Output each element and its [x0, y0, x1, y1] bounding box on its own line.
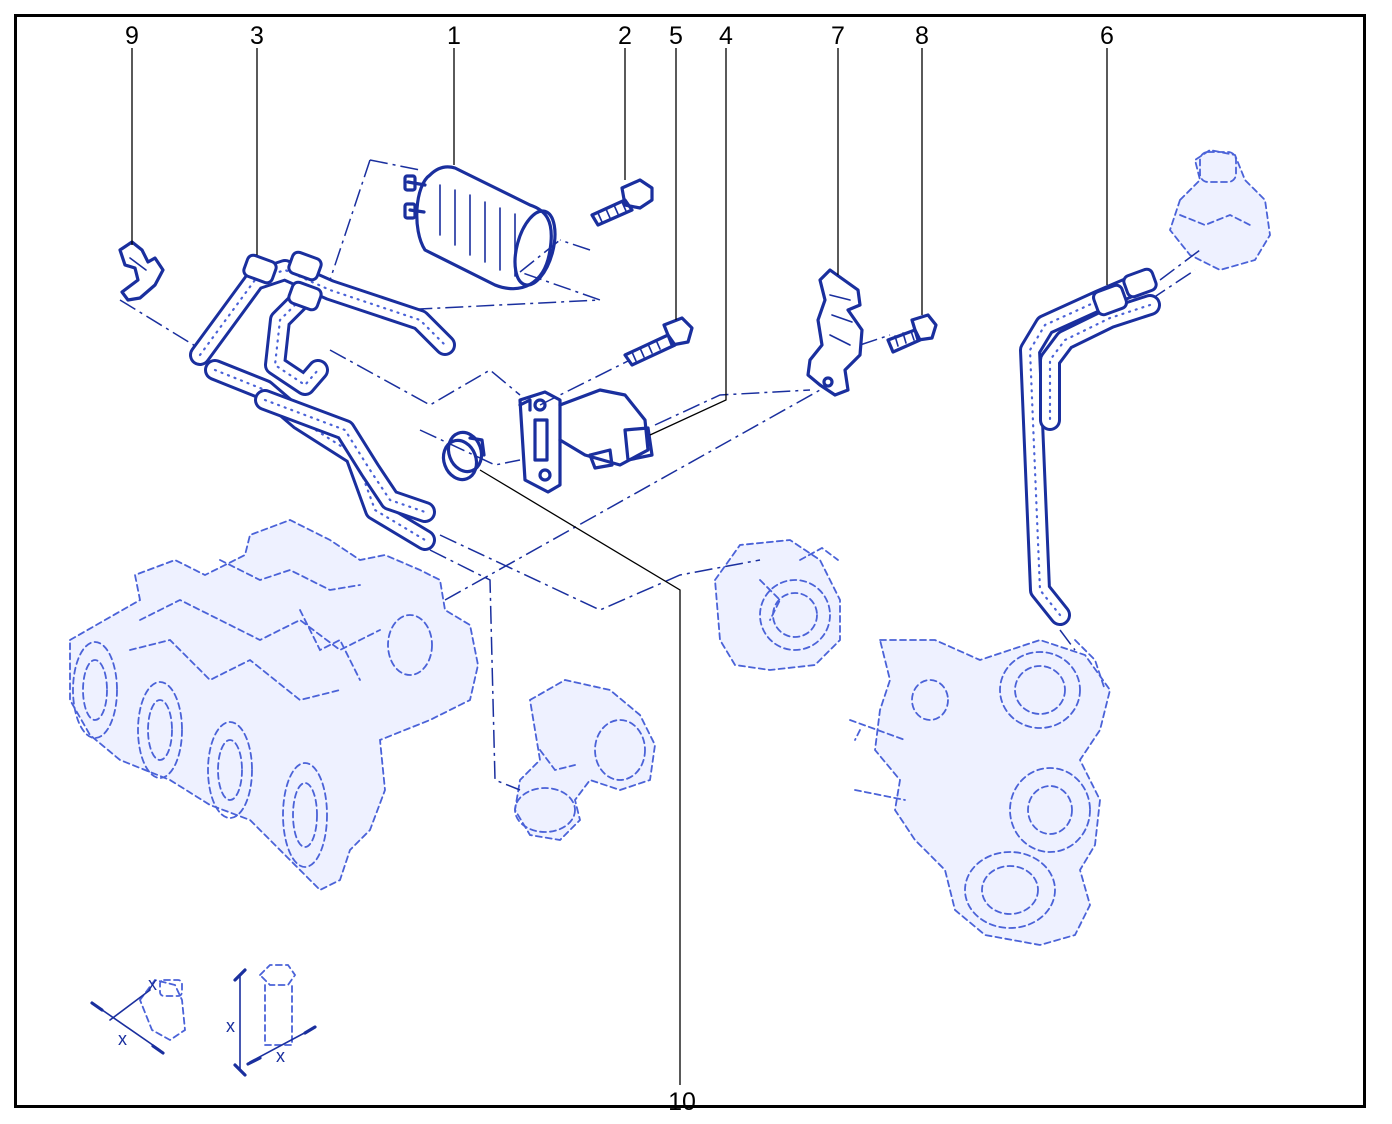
callout-6: 6	[1100, 22, 1114, 50]
turbocharger-ghost	[849, 639, 1111, 946]
bolt-dim-x2: x	[276, 1046, 285, 1066]
canister-part-1	[403, 165, 557, 291]
callout-4: 4	[719, 22, 733, 50]
callout-9: 9	[125, 22, 139, 50]
hose-assembly-3	[189, 250, 456, 551]
hose-clamp-part-10	[441, 430, 486, 482]
callout-3: 3	[250, 22, 264, 50]
solenoid-valve-part-4	[518, 388, 654, 494]
callout-1: 1	[447, 22, 461, 50]
callout-7: 7	[831, 22, 845, 50]
egr-valve-ghost	[714, 539, 841, 671]
intake-manifold-ghost	[69, 519, 479, 892]
throttle-body-ghost	[514, 679, 656, 841]
leader-lines	[131, 48, 1108, 1085]
hose-assembly-6	[1019, 267, 1161, 626]
diagram-frame	[14, 14, 1366, 1108]
bolt-dim-x1: x	[226, 1016, 235, 1036]
callout-numbers: 9 3 1 2 5 4 7 8 6 10	[125, 22, 1114, 1116]
clip-part-9	[118, 240, 165, 302]
bolt-torque-symbol: x x	[226, 964, 317, 1077]
clamp-torque-symbol: x x	[90, 974, 186, 1055]
bolt-part-5	[623, 316, 694, 367]
actuator-ghost	[1168, 149, 1271, 271]
callout-2: 2	[618, 22, 632, 50]
clamp-dim-x1: x	[118, 1029, 127, 1049]
callout-8: 8	[915, 22, 929, 50]
bolt-part-8	[886, 313, 938, 354]
callout-10: 10	[668, 1088, 696, 1116]
bracket-part-7	[806, 268, 864, 397]
bolt-part-2	[590, 178, 654, 227]
callout-5: 5	[669, 22, 683, 50]
clamp-dim-x2: x	[148, 974, 157, 994]
